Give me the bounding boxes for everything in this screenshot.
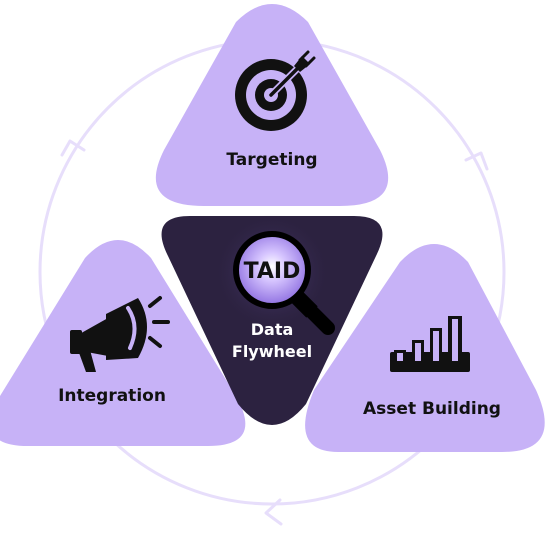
cycle-arrow-icon xyxy=(264,498,283,526)
stage-label-targeting: Targeting xyxy=(226,150,317,170)
center-title-line1: Data xyxy=(251,320,294,339)
target-dart-icon xyxy=(235,50,316,131)
cycle-arrow-icon xyxy=(464,151,489,171)
cycle-arrow-icon xyxy=(60,139,86,157)
center-title-line2: Flywheel xyxy=(232,342,312,361)
stage-asset-building: Asset Building xyxy=(305,244,545,452)
stage-label-asset-building: Asset Building xyxy=(363,399,501,419)
bar-chart-icon xyxy=(390,316,470,372)
stage-integration: Integration xyxy=(0,240,246,446)
stage-label-integration: Integration xyxy=(58,386,166,406)
center-badge: TAID xyxy=(244,259,301,284)
magnifier-icon xyxy=(233,231,335,335)
center-data-flywheel: TAID Data Flywheel xyxy=(161,214,383,425)
stage-targeting: Targeting xyxy=(155,4,389,206)
megaphone-icon xyxy=(70,296,170,372)
